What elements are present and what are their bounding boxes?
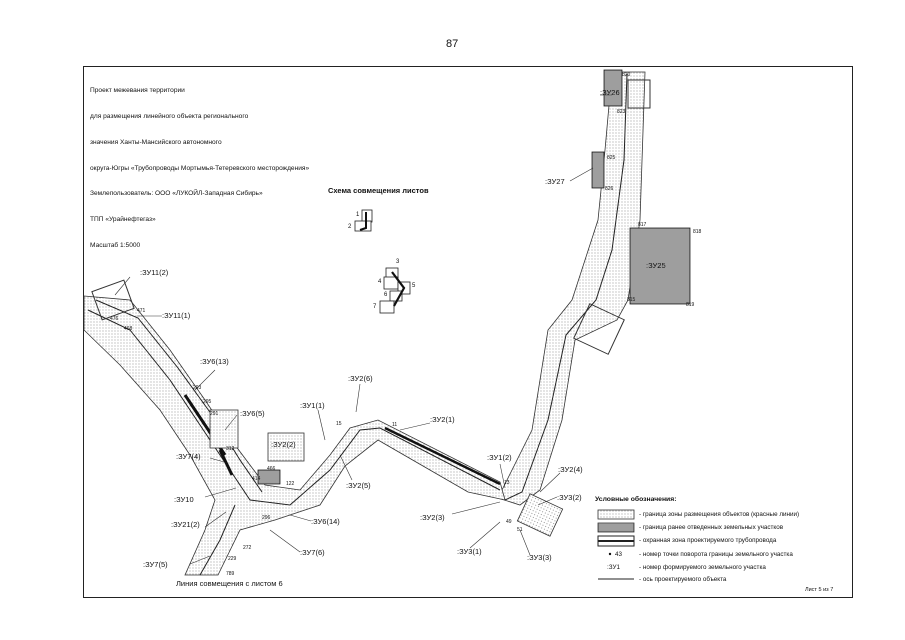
- legend-sample-point: 43: [615, 551, 623, 558]
- legend-item: - номер формируемого земельного участка: [639, 564, 766, 571]
- parcel-label: :ЗУ25: [646, 261, 666, 270]
- legend-item: - номер точки поворота границы земельног…: [639, 551, 793, 558]
- parcel-label: :ЗУ27: [545, 177, 565, 186]
- header-line: Проект межевания территории: [90, 87, 185, 95]
- legend-item: - охранная зона проектируемого трубопров…: [639, 537, 777, 544]
- point-number: 476: [110, 316, 119, 322]
- corridor-north: [497, 71, 646, 506]
- pipeline-axis-south: [199, 504, 236, 576]
- parcel-zu27: [591, 151, 605, 189]
- parcel-label: :ЗУ2(3): [420, 513, 445, 522]
- parcel-label: :ЗУ6(14): [311, 517, 340, 526]
- page-number: 87: [446, 38, 459, 50]
- point-number: 819: [686, 302, 695, 308]
- parcel-label: :ЗУ7(4): [176, 452, 201, 461]
- header-line: Масштаб 1:5000: [90, 241, 141, 249]
- parcel-label: :ЗУ3(3): [527, 553, 552, 562]
- sheet-number-label: Лист 5 из 7: [805, 587, 834, 593]
- sheet-number: 1: [356, 212, 360, 218]
- point-number: 823: [617, 109, 626, 115]
- parcel-label: :ЗУ11(1): [162, 311, 191, 320]
- parcel-label: :ЗУ2(2): [271, 440, 296, 449]
- sheet-number: 7: [373, 304, 377, 310]
- legend-title: Условные обозначения:: [595, 496, 677, 503]
- legend-item: - граница зоны размещения объектов (крас…: [639, 511, 800, 518]
- parcel-zu2-2: [267, 432, 305, 462]
- parcel-label: :ЗУ2(5): [346, 481, 371, 490]
- point-number: 468: [124, 326, 133, 332]
- parcel-zu26: [603, 69, 623, 107]
- point-number: 122: [286, 481, 295, 487]
- point-number: 818: [693, 229, 702, 235]
- parcel-label: :ЗУ21(2): [171, 520, 200, 529]
- point-number: 291: [210, 411, 219, 417]
- parcel-label: :ЗУ2(4): [558, 465, 583, 474]
- point-number: 11: [392, 422, 398, 428]
- parcel-zu6-5: [209, 409, 239, 449]
- header-line: Землепользователь: ООО «ЛУКОЙЛ-Западная …: [90, 190, 263, 198]
- parcel-label: :ЗУ1(2): [487, 453, 512, 462]
- corridor-left: [83, 295, 506, 576]
- sheet-number: 2: [348, 224, 352, 230]
- sheet-number: 6: [384, 292, 388, 298]
- point-number: 15: [336, 421, 342, 427]
- point-number: 825: [607, 155, 616, 161]
- point-number: 293: [193, 385, 202, 391]
- parcel-label: :ЗУ2(1): [430, 415, 455, 424]
- parcel-label: :ЗУ26: [600, 88, 620, 97]
- point-number: 414: [252, 476, 261, 482]
- parcel-label: :ЗУ7(6): [300, 548, 325, 557]
- schema-title: Схема совмещения листов: [328, 186, 429, 195]
- point-number: 49: [506, 519, 512, 525]
- sheet-number: 4: [378, 279, 382, 285]
- parcel-zu25: [629, 227, 691, 305]
- point-number: 789: [226, 571, 235, 577]
- map-frame: [83, 66, 853, 598]
- map-header: Проект межевания территории для размещен…: [90, 70, 309, 259]
- point-number: 312: [226, 446, 235, 452]
- header-line: значения Ханты-Мансийского автономного: [90, 138, 222, 146]
- pipeline-axis-left: [87, 309, 501, 506]
- map-legend: Условные обозначения: - граница зоны раз…: [595, 496, 799, 583]
- header-line: ТПП «Урайнефтегаз»: [90, 216, 156, 224]
- pipeline-axis-north: [504, 73, 628, 501]
- parcel-label: :ЗУ7(5): [143, 560, 168, 569]
- parcel-label: :ЗУ11(2): [140, 268, 169, 277]
- point-number: 229: [228, 556, 237, 562]
- legend-item: - ось проектируемого объекта: [639, 576, 727, 583]
- point-number: 820: [622, 72, 631, 78]
- point-number: 826: [605, 186, 614, 192]
- parcel-label: :ЗУ10: [174, 495, 194, 504]
- pipeline-axis-left-2: [95, 299, 263, 493]
- sheet-join-caption: Линия совмещения с листом 6: [176, 579, 283, 588]
- parcel-label: :ЗУ3(1): [457, 547, 482, 556]
- point-number: 817: [638, 222, 647, 228]
- legend-item: - граница ранее отведенных земельных уча…: [639, 524, 784, 531]
- point-number: 295: [203, 399, 212, 405]
- point-number: 296: [262, 515, 271, 521]
- sheet-number: 5: [412, 283, 416, 289]
- parcel-label: :ЗУ3(2): [557, 493, 582, 502]
- point-number: 272: [243, 545, 252, 551]
- parcel-label: :ЗУ6(5): [240, 409, 265, 418]
- header-line: для размещения линейного объекта региона…: [90, 112, 249, 120]
- parcel-label: :ЗУ2(6): [348, 374, 373, 383]
- parcel-label: :ЗУ1(1): [300, 401, 325, 410]
- header-line: округа-Югры «Трубопроводы Мортымья-Тетер…: [90, 164, 310, 172]
- parcel-label: :ЗУ6(13): [200, 357, 229, 366]
- point-number: 815: [627, 297, 636, 303]
- point-number: 13: [504, 480, 510, 486]
- sheet-number: 3: [396, 259, 400, 265]
- legend-sample-parcel: :ЗУ1: [607, 564, 620, 571]
- point-number: 466: [267, 466, 276, 472]
- point-number: 471: [137, 308, 146, 314]
- point-number: 51: [517, 527, 523, 533]
